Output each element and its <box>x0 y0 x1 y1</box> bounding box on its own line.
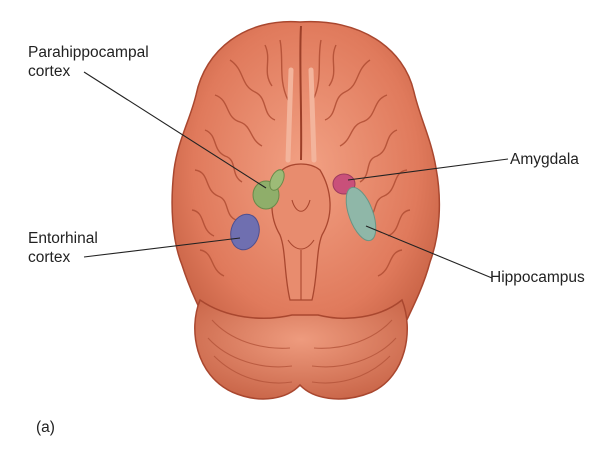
amygdala-label: Amygdala <box>510 151 579 168</box>
cerebellar-folia <box>207 319 397 384</box>
entorhinal-label: Entorhinal cortex <box>28 230 98 266</box>
cortical-gyri <box>191 39 411 277</box>
brainstem <box>271 163 331 301</box>
amygdala-leader <box>347 158 509 181</box>
parahippocampal-leader <box>83 71 267 189</box>
longitudinal-fissure <box>299 25 303 161</box>
leader-lines <box>83 71 509 279</box>
cerebellum <box>194 298 408 400</box>
hippocampus-leader <box>365 225 493 279</box>
parahippocampal-cortex-region <box>252 169 285 210</box>
entorhinal-leader <box>83 237 241 258</box>
olfactory-tracts <box>285 67 317 163</box>
brainstem-details <box>287 199 315 300</box>
parahippocampal-label: Parahippocampal cortex <box>28 44 149 80</box>
panel-label: (a) <box>36 419 55 436</box>
hippocampus-label: Hippocampus <box>490 269 585 286</box>
entorhinal-cortex-region <box>230 213 260 251</box>
